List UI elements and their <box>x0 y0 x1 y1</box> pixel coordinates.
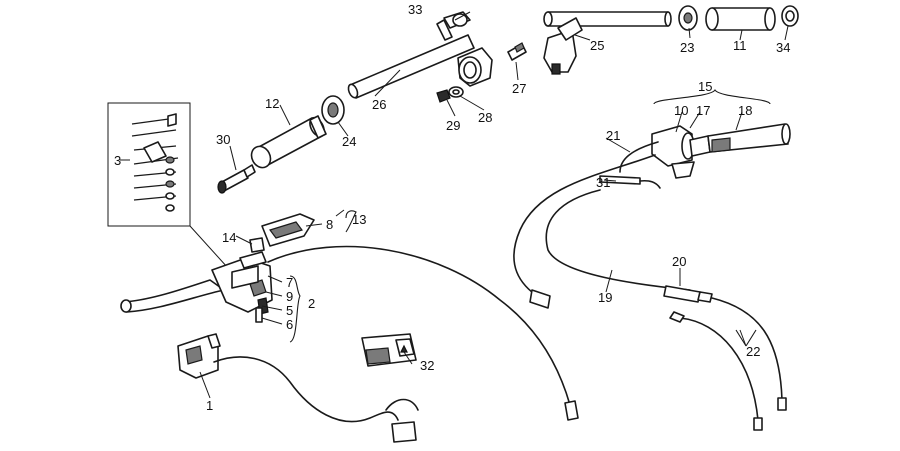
label-11: 11 <box>733 38 747 53</box>
fluid-reservoir <box>261 213 315 247</box>
label-14: 14 <box>222 230 236 245</box>
part-labels: 33 25 23 11 34 12 26 27 28 29 24 30 3 14… <box>114 2 790 413</box>
bar-end-washer-left <box>321 95 345 125</box>
switch-connector <box>391 421 417 443</box>
label-25: 25 <box>590 38 604 53</box>
label-8: 8 <box>326 217 333 232</box>
brake-lever <box>120 279 225 313</box>
bar-end-weight <box>217 164 256 194</box>
label-24: 24 <box>342 134 356 149</box>
right-handlebar-tube <box>543 11 672 27</box>
label-10: 10 <box>674 103 688 118</box>
throttle-cable-19 <box>513 154 656 299</box>
right-handlebar-clamp <box>543 17 583 75</box>
label-6: 6 <box>286 317 293 332</box>
inset-exploded-view <box>107 102 229 269</box>
right-bar-washer <box>678 5 698 31</box>
cable-22b <box>679 317 759 421</box>
label-5: 5 <box>286 303 293 318</box>
right-bar-end-washer <box>781 5 799 27</box>
label-21: 21 <box>606 128 620 143</box>
label-9: 9 <box>286 289 293 304</box>
label-3: 3 <box>114 153 121 168</box>
brace-15 <box>653 88 771 105</box>
label-26: 26 <box>372 97 386 112</box>
adjuster-20 <box>663 285 701 303</box>
label-1: 1 <box>206 398 213 413</box>
label-31: 31 <box>596 175 610 190</box>
throttle-cable-21 <box>619 141 659 173</box>
right-grip <box>705 7 776 31</box>
label-2: 2 <box>308 296 315 311</box>
reservoir-cap <box>249 237 265 253</box>
left-handlebar-tube <box>347 11 475 99</box>
label-33: 33 <box>408 2 422 17</box>
brace-2 <box>289 275 301 343</box>
label-28: 28 <box>478 110 492 125</box>
leader-lines <box>120 11 789 399</box>
cable-adjuster-31 <box>599 175 641 185</box>
washer-and-nut <box>436 86 464 103</box>
switch-wire <box>213 356 399 423</box>
master-cylinder <box>211 251 273 323</box>
label-34: 34 <box>776 40 790 55</box>
clamp-bolt <box>507 42 527 61</box>
throttle-housing <box>651 123 791 179</box>
left-grip <box>250 115 327 169</box>
choke-cable <box>545 189 691 291</box>
label-20: 20 <box>672 254 686 269</box>
warning-switch <box>361 333 417 367</box>
label-15: 15 <box>698 79 712 94</box>
label-12: 12 <box>265 96 279 111</box>
label-23: 23 <box>680 40 694 55</box>
brace-13 <box>345 210 357 233</box>
left-switch <box>177 333 221 379</box>
label-27: 27 <box>512 81 526 96</box>
label-13: 13 <box>352 212 366 227</box>
label-17: 17 <box>696 103 710 118</box>
label-32: 32 <box>420 358 434 373</box>
label-29: 29 <box>446 118 460 133</box>
cable-19-connector <box>529 289 551 309</box>
cable-22a <box>711 297 783 401</box>
label-19: 19 <box>598 290 612 305</box>
label-7: 7 <box>286 275 293 290</box>
label-22: 22 <box>746 344 760 359</box>
label-18: 18 <box>738 103 752 118</box>
clutch-cable-13 <box>267 245 571 406</box>
label-30: 30 <box>216 132 230 147</box>
brace-22 <box>735 329 757 347</box>
handlebar-clamp <box>457 47 493 87</box>
